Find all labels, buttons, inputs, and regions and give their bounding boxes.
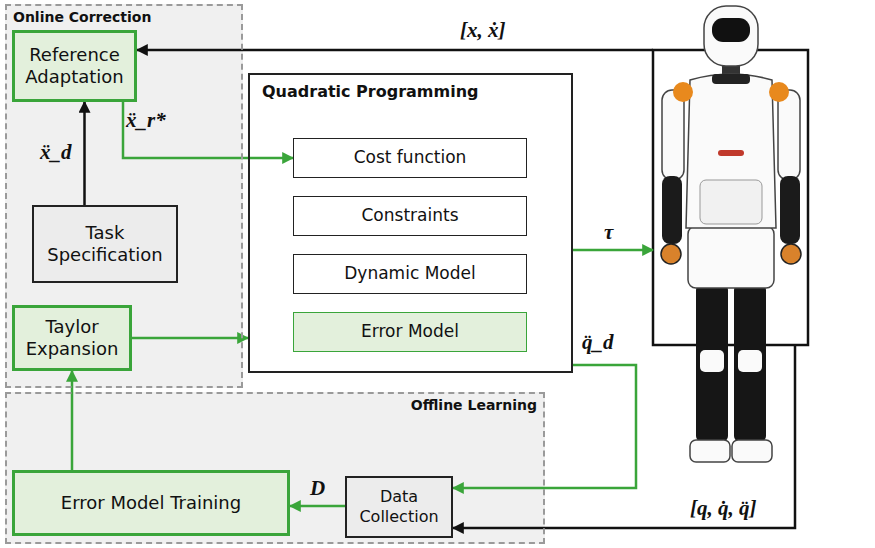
- box-label: Constraints: [362, 205, 459, 226]
- robot-hand: [781, 244, 801, 264]
- region-title: Quadratic Programming: [250, 75, 571, 108]
- label-holder: [q, q̇, q̈]: [690, 496, 757, 521]
- robot-collar: [712, 74, 750, 84]
- dashed-region: Online CorrectionReference AdaptationTas…: [5, 4, 243, 388]
- robot-logo: [718, 150, 744, 156]
- signal-label: ẍ_r*: [126, 108, 166, 132]
- robot-leg: [734, 284, 766, 442]
- label-holder: q̈_d: [582, 330, 614, 355]
- robot-leg: [696, 284, 728, 442]
- robot-shoulder: [673, 82, 693, 102]
- signal-label: D: [310, 476, 325, 500]
- label-holder: D: [310, 476, 325, 501]
- robot-forearm: [780, 176, 800, 244]
- flow-arrow: [71, 371, 74, 470]
- robot-knee: [700, 350, 724, 372]
- signal-label: τ: [604, 220, 613, 244]
- signal-label: [x, ẋ]: [460, 18, 506, 42]
- robot-frame: [653, 50, 808, 345]
- box-label: Cost function: [354, 147, 467, 168]
- dashed-region: Offline LearningError Model Training Data…: [5, 392, 545, 544]
- region-title: Online Correction: [7, 6, 241, 28]
- solver-block: Quadratic ProgrammingCost functionConstr…: [248, 73, 573, 373]
- region-fill: [248, 73, 573, 373]
- region-fill: [5, 4, 243, 388]
- box-label: Task Specification: [42, 222, 168, 267]
- label-holder: [x, ẋ]: [460, 18, 506, 43]
- flow-arrow: [123, 102, 293, 158]
- robot-upper-arm: [778, 90, 800, 180]
- signal-label: q̈_d: [582, 330, 614, 354]
- process-box: Data Collection: [345, 476, 453, 538]
- state-feedback-line: [137, 49, 653, 52]
- process-box: Reference Adaptation: [12, 30, 137, 102]
- signal-label: [q, q̇, q̈]: [690, 496, 757, 520]
- flow-arrow: [83, 102, 86, 205]
- solver-part: Dynamic Model: [293, 254, 527, 294]
- region-title: Offline Learning: [7, 394, 543, 416]
- box-label: Error Model Training: [61, 492, 241, 515]
- robot-hand: [661, 244, 681, 264]
- robot-upper-arm: [662, 90, 684, 180]
- box-label: Taylor Expansion: [23, 316, 121, 361]
- robot-foot: [690, 440, 730, 462]
- robot-figure: [661, 6, 801, 462]
- label-holder: τ: [604, 220, 613, 245]
- box-label: Error Model: [361, 321, 459, 342]
- box-label: Dynamic Model: [344, 263, 475, 284]
- robot-forearm: [662, 176, 682, 244]
- solver-part: Error Model: [293, 312, 527, 352]
- robot-shoulder: [769, 82, 789, 102]
- robot-hips: [688, 226, 774, 288]
- solver-part: Cost function: [293, 138, 527, 178]
- robot-visor: [712, 18, 750, 42]
- process-box: Taylor Expansion: [12, 305, 132, 371]
- torque-line: [573, 249, 653, 252]
- robot-torso: [686, 74, 776, 228]
- solver-part: Constraints: [293, 196, 527, 236]
- box-label: Reference Adaptation: [23, 44, 126, 89]
- box-label: Data Collection: [355, 487, 443, 527]
- signal-label: ẍ_d: [40, 140, 72, 164]
- robot-foot: [732, 440, 772, 462]
- robot-knee: [738, 350, 762, 372]
- label-holder: ẍ_d: [40, 140, 72, 165]
- process-box: Error Model Training: [12, 470, 290, 536]
- robot-head: [704, 6, 758, 66]
- process-box: Task Specification: [32, 205, 178, 283]
- label-holder: ẍ_r*: [126, 108, 166, 133]
- flow-arrow: [132, 337, 248, 340]
- flow-arrow: [290, 505, 345, 508]
- robot-belly: [700, 180, 762, 224]
- region-fill: [5, 392, 545, 544]
